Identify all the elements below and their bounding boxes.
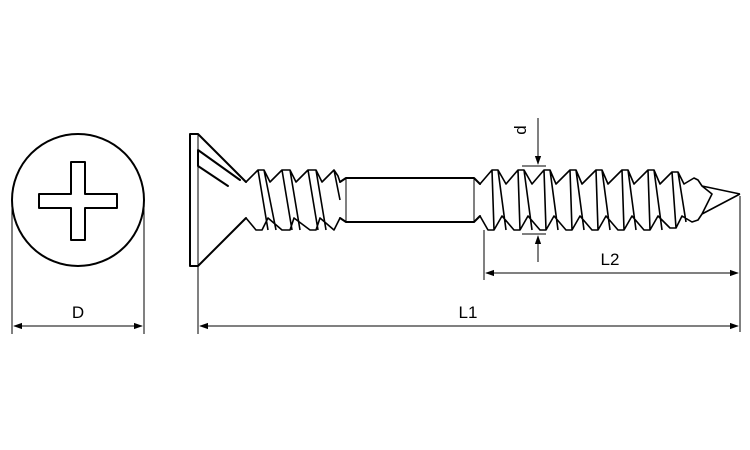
- dimension-d: d: [511, 118, 546, 262]
- dimension-label-D: D: [72, 303, 84, 322]
- dimension-label-d: d: [511, 125, 530, 134]
- dimension-label-L2: L2: [601, 250, 620, 269]
- head-top-view: [11, 133, 145, 267]
- dimension-label-L1: L1: [459, 303, 478, 322]
- head-recess: [197, 149, 241, 187]
- phillips-recess: [38, 161, 118, 241]
- dimension-L2: L2: [483, 196, 741, 332]
- shank: [339, 177, 481, 223]
- upper-thread: [245, 169, 341, 231]
- dimension-L1: L1: [197, 266, 739, 334]
- dimension-D: D: [11, 200, 145, 334]
- lower-thread: [479, 169, 741, 231]
- screw-head: [189, 133, 247, 267]
- screw-side-view: [189, 133, 741, 267]
